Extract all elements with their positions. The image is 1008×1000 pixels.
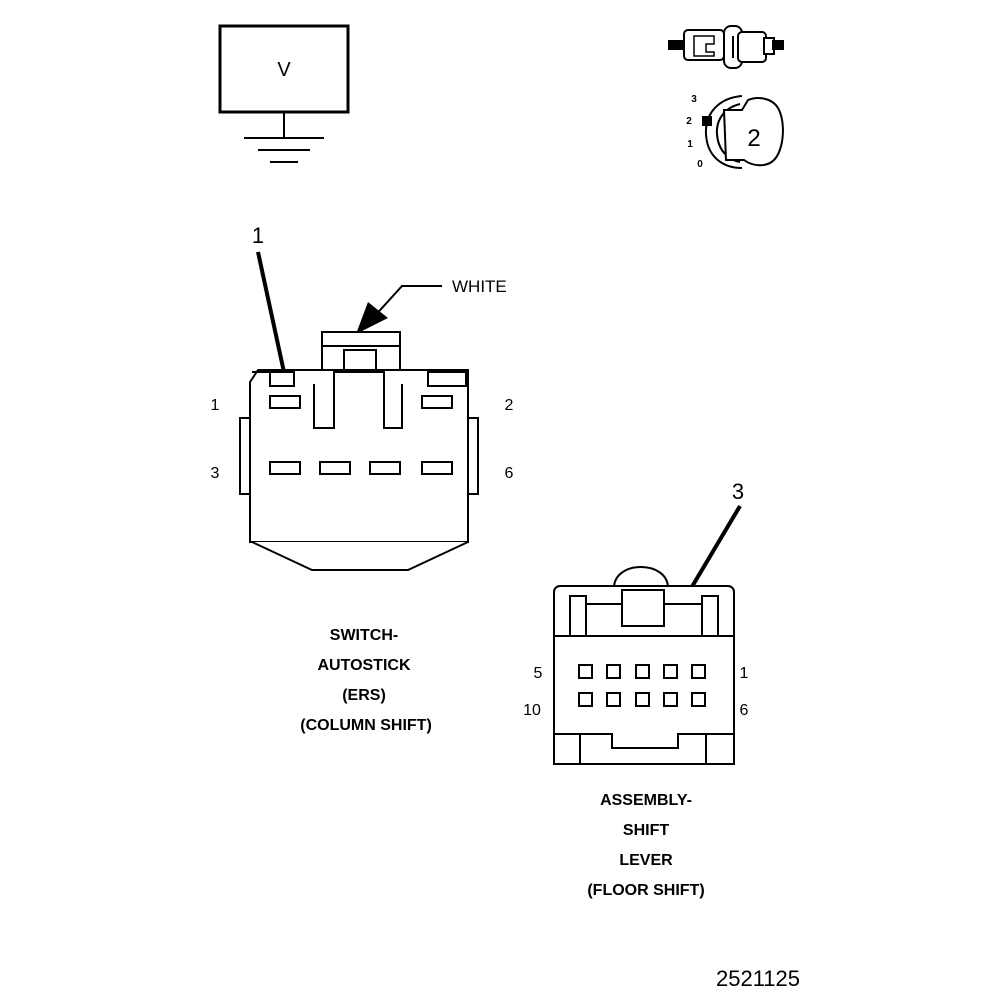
key-position-0: 0 bbox=[697, 159, 703, 170]
switch-pin-label-3: 3 bbox=[211, 465, 220, 482]
key-position-1: 1 bbox=[687, 139, 693, 150]
switch-pin-cavity bbox=[319, 461, 351, 475]
lever-pin-label-1: 1 bbox=[740, 665, 749, 682]
switch-pin-cavity bbox=[269, 395, 301, 409]
lever-pin-cavity bbox=[691, 664, 706, 679]
switch-caption-line: (COLUMN SHIFT) bbox=[300, 717, 432, 734]
switch-pin-cavity bbox=[369, 461, 401, 475]
callout-1-label: 1 bbox=[252, 223, 264, 248]
lever-pin-cavity bbox=[635, 692, 650, 707]
lever-caption: ASSEMBLY- SHIFT LEVER (FLOOR SHIFT) bbox=[587, 792, 704, 899]
key-label: 2 bbox=[747, 125, 760, 152]
switch-pin-label-6: 6 bbox=[505, 465, 514, 482]
switch-pin-cavity bbox=[421, 395, 453, 409]
switch-caption: SWITCH- AUTOSTICK (ERS) (COLUMN SHIFT) bbox=[300, 627, 432, 734]
lever-caption-line: LEVER bbox=[619, 852, 673, 869]
lever-pin-cavity bbox=[691, 692, 706, 707]
lever-pin-cavity bbox=[635, 664, 650, 679]
lever-pin-cavity bbox=[606, 692, 621, 707]
switch-pin-cavity bbox=[269, 461, 301, 475]
key-position-3: 3 bbox=[691, 94, 697, 105]
lever-caption-line: (FLOOR SHIFT) bbox=[587, 882, 704, 899]
lever-pin-label-6: 6 bbox=[740, 702, 749, 719]
white-label: WHITE bbox=[452, 277, 507, 296]
voltmeter-symbol: V bbox=[277, 59, 291, 81]
voltmeter-icon: V bbox=[218, 24, 350, 163]
lever-pin-cavity bbox=[578, 692, 593, 707]
lever-pin-cavity bbox=[578, 664, 593, 679]
switch-autostick-connector bbox=[239, 331, 479, 571]
callout-3-label: 3 bbox=[732, 479, 744, 504]
shift-lever-connector bbox=[553, 566, 735, 765]
ignition-key-icon: 2 3 2 1 0 bbox=[686, 94, 784, 170]
white-arrowhead bbox=[356, 302, 388, 334]
lever-pin-cavity bbox=[663, 692, 678, 707]
lever-caption-line: ASSEMBLY- bbox=[600, 792, 692, 809]
key-position-2: 2 bbox=[686, 116, 692, 127]
switch-caption-line: (ERS) bbox=[342, 687, 386, 704]
lever-pin-label-10: 10 bbox=[523, 702, 541, 719]
test-probe-icon bbox=[668, 25, 784, 69]
lever-pin-label-5: 5 bbox=[534, 665, 543, 682]
figure-number: 2521125 bbox=[716, 966, 800, 991]
lever-pin-cavity bbox=[663, 664, 678, 679]
lever-caption-line: SHIFT bbox=[623, 822, 669, 839]
lever-pin-cavity bbox=[606, 664, 621, 679]
switch-pin-label-1: 1 bbox=[211, 397, 220, 414]
switch-pin-cavity bbox=[421, 461, 453, 475]
switch-pin-label-2: 2 bbox=[505, 397, 514, 414]
switch-caption-line: SWITCH- bbox=[330, 627, 398, 644]
switch-caption-line: AUTOSTICK bbox=[317, 657, 410, 674]
